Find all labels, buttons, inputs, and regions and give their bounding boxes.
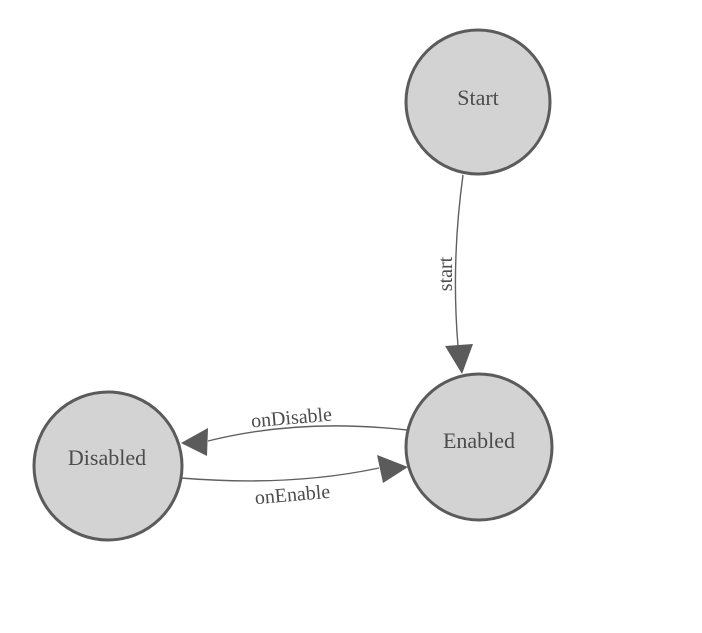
edge-label-ondisable: onDisable	[250, 404, 333, 433]
edge-label-onenable: onEnable	[254, 481, 331, 510]
state-circle-disabled	[32, 390, 184, 542]
edge-disabled-to-enabled: onEnable	[180, 455, 408, 510]
edge-start-to-enabled: start	[435, 174, 473, 374]
state-node-start: Start	[404, 28, 552, 176]
state-circle-enabled	[404, 372, 554, 522]
edge-label-start: start	[435, 256, 457, 291]
state-label-start: Start	[457, 85, 499, 110]
edge-line-enabled-to-disabled	[207, 425, 408, 442]
state-label-disabled: Disabled	[68, 445, 146, 470]
arrowhead-into-enabled-left	[377, 455, 408, 483]
edge-line-disabled-to-enabled	[180, 467, 380, 482]
arrowhead-into-enabled-top	[445, 344, 473, 374]
state-node-enabled: Enabled	[404, 372, 554, 522]
edge-line-start-to-enabled	[454, 174, 464, 347]
edge-enabled-to-disabled: onDisable	[181, 404, 408, 456]
state-node-disabled: Disabled	[32, 390, 184, 542]
state-label-enabled: Enabled	[443, 428, 515, 453]
state-circle-start	[404, 28, 552, 176]
arrowhead-into-disabled	[181, 428, 208, 456]
